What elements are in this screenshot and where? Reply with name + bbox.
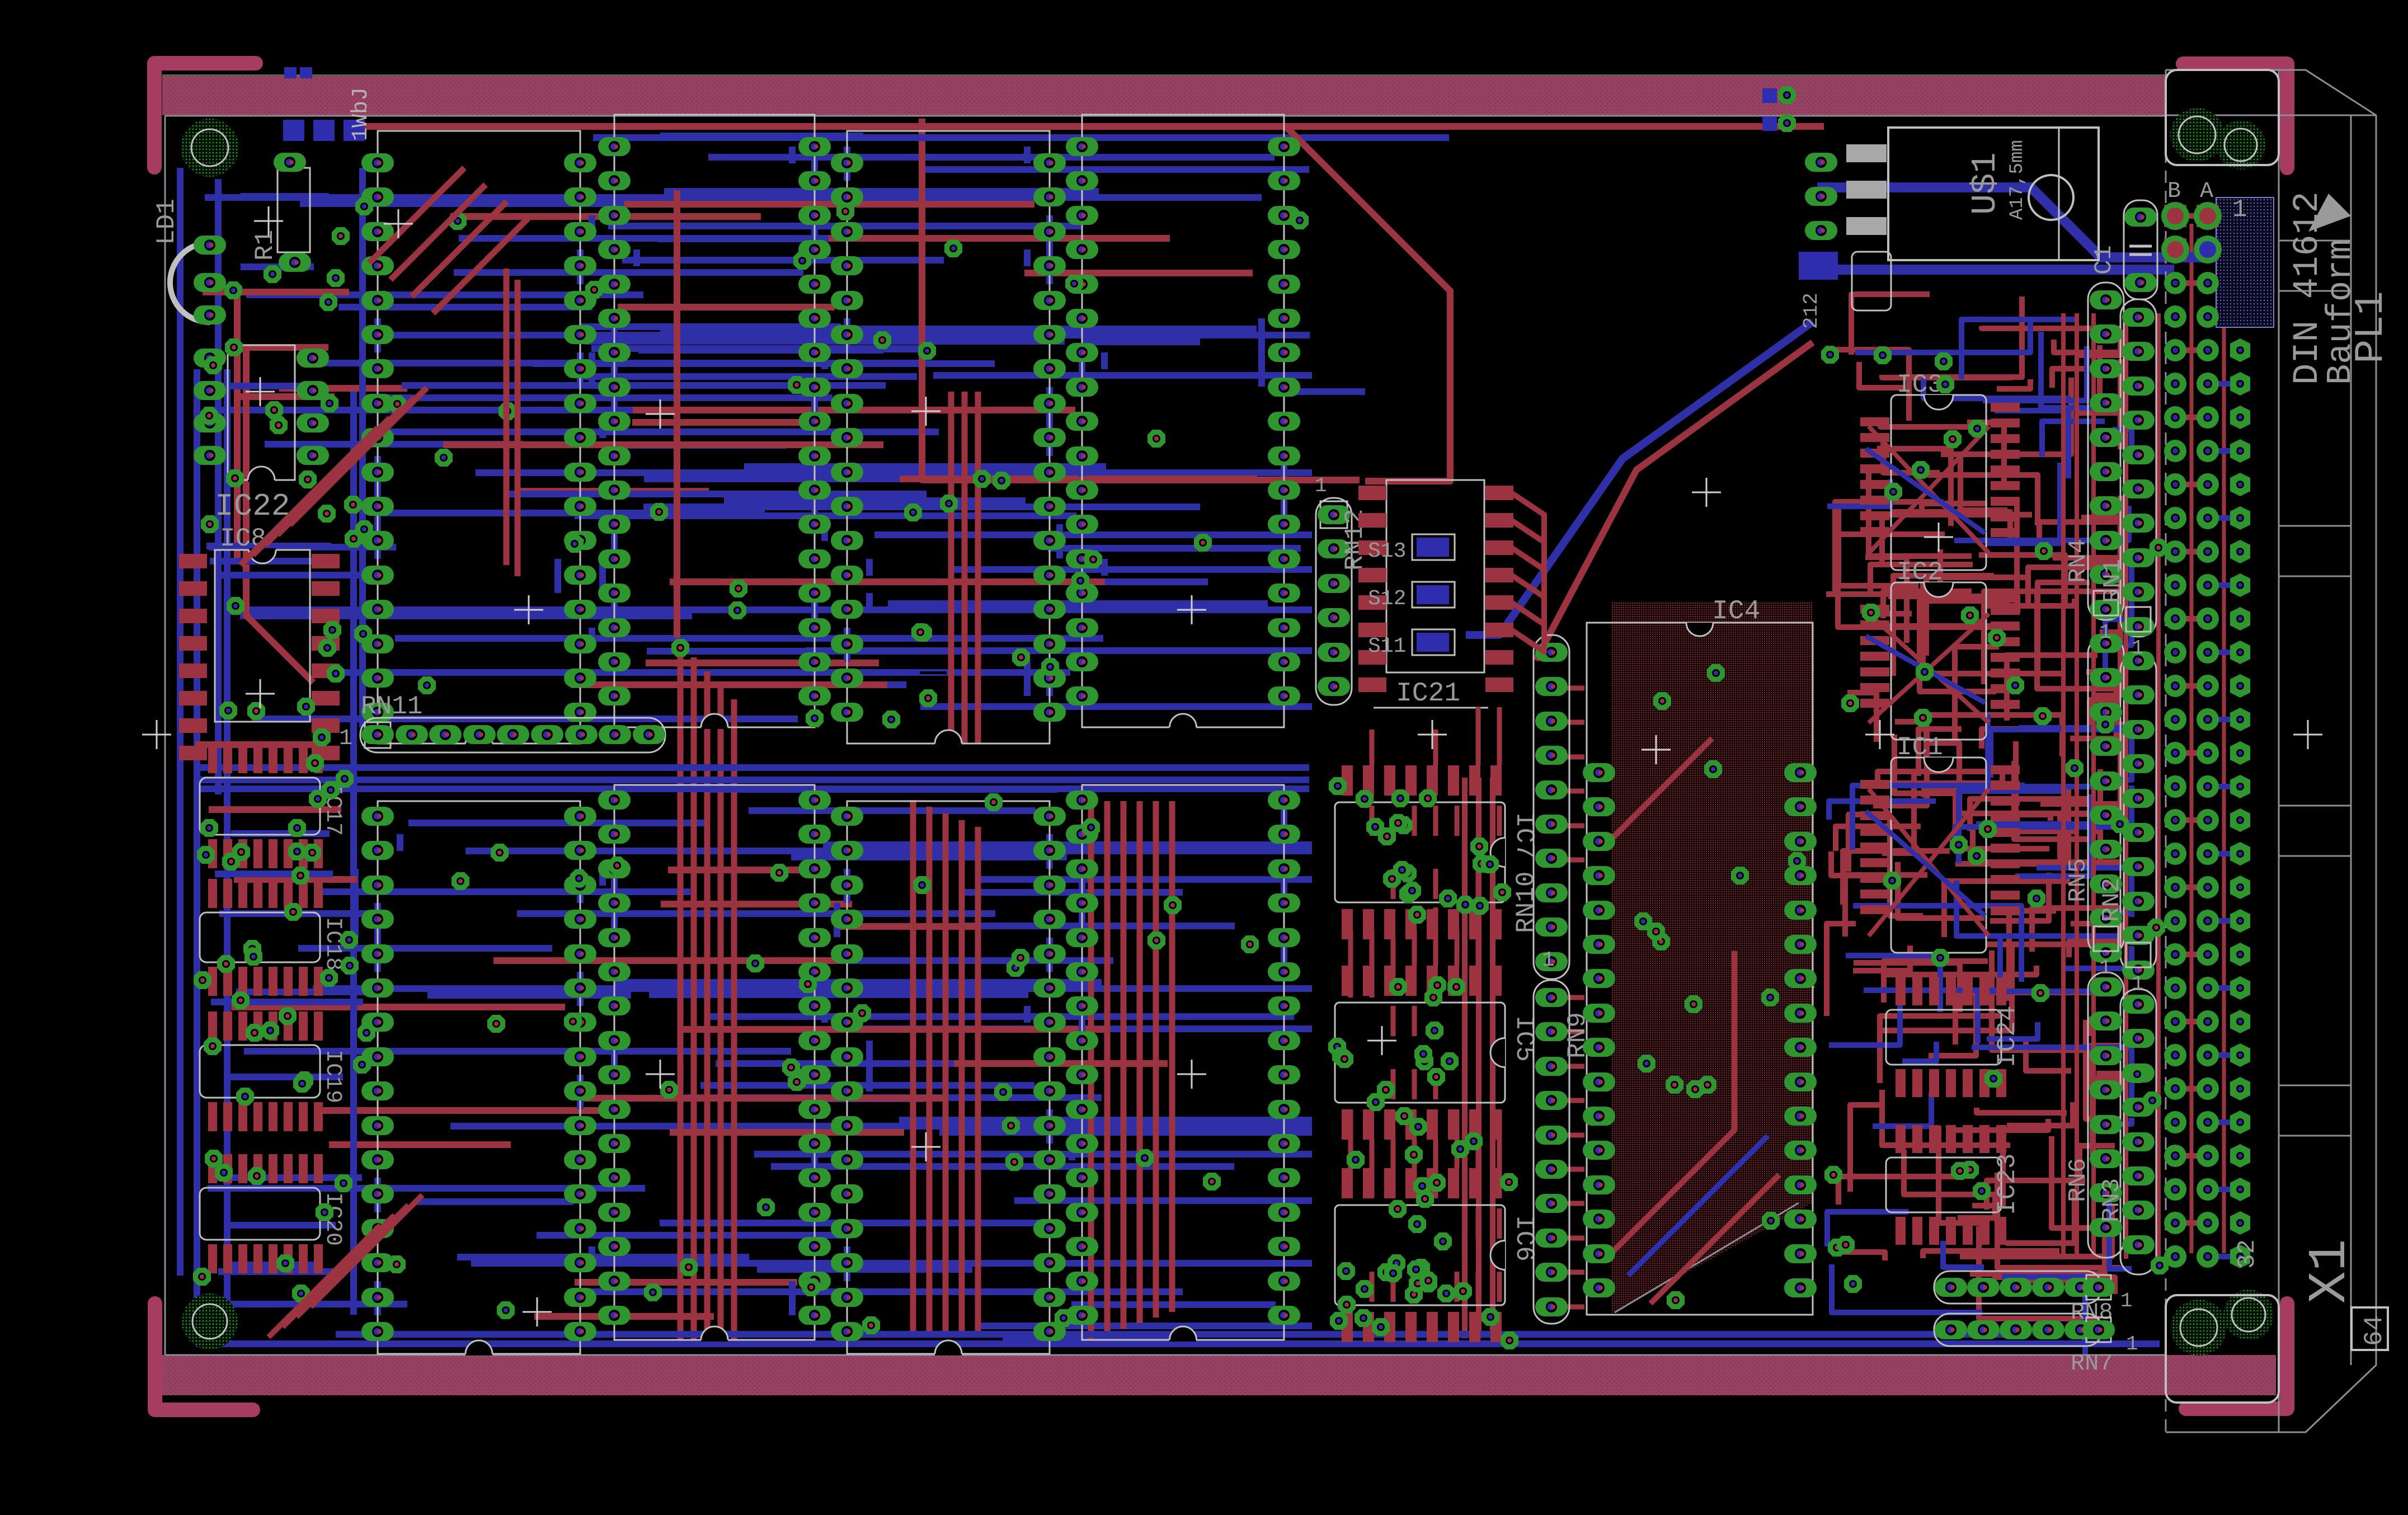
svg-text:PL1: PL1 [2348,291,2394,364]
svg-text:A: A [2200,179,2213,204]
svg-text:IC19: IC19 [320,1050,345,1103]
svg-text:1: 1 [2120,1290,2133,1312]
svg-text:A17,5mm: A17,5mm [2007,140,2028,220]
svg-text:1: 1 [2126,1333,2138,1356]
svg-text:1: 1 [2099,621,2111,644]
svg-text:IC23: IC23 [1993,1154,2022,1215]
svg-text:S12: S12 [1368,587,1406,611]
svg-text:1: 1 [1315,474,1327,497]
svg-text:RN4: RN4 [2064,539,2092,583]
svg-text:IC3: IC3 [1897,370,1943,399]
svg-text:212: 212 [1800,293,1823,329]
svg-text:S13: S13 [1368,539,1406,563]
svg-text:RN1: RN1 [2099,559,2127,603]
svg-text:32: 32 [2233,1239,2261,1269]
svg-text:IC1: IC1 [1897,733,1943,762]
svg-text:RN5: RN5 [2064,858,2092,902]
svg-text:C1: C1 [2090,245,2118,275]
svg-text:RN11: RN11 [361,692,422,721]
svg-text:RN6: RN6 [2064,1158,2092,1202]
svg-text:RN10: RN10 [1512,872,1541,933]
svg-text:RN3: RN3 [2098,1178,2126,1222]
svg-text:1: 1 [2132,637,2144,660]
svg-text:RN7: RN7 [2071,1350,2113,1377]
svg-text:IC22: IC22 [215,488,290,524]
svg-text:1WbJ: 1WbJ [349,87,374,141]
svg-text:X1: X1 [2299,1239,2360,1304]
svg-text:1: 1 [2132,972,2144,995]
svg-text:U$1: U$1 [1965,152,2005,215]
svg-text:R1: R1 [251,230,280,261]
svg-text:1: 1 [339,726,352,751]
svg-text:1: 1 [2232,196,2247,224]
svg-text:IC4: IC4 [1712,596,1760,627]
svg-text:1: 1 [2099,957,2111,980]
svg-text:1: 1 [1542,948,1555,972]
svg-text:64: 64 [2360,1315,2389,1346]
svg-text:Bauform: Bauform [2321,239,2360,385]
svg-text:IC21: IC21 [1396,679,1460,709]
svg-text:IC24: IC24 [1993,1006,2022,1067]
svg-text:IC2: IC2 [1897,558,1943,587]
svg-text:RN2: RN2 [2098,878,2126,922]
svg-text:S11: S11 [1368,634,1406,658]
svg-text:B: B [2167,179,2181,204]
svg-text:LD1: LD1 [152,199,181,245]
